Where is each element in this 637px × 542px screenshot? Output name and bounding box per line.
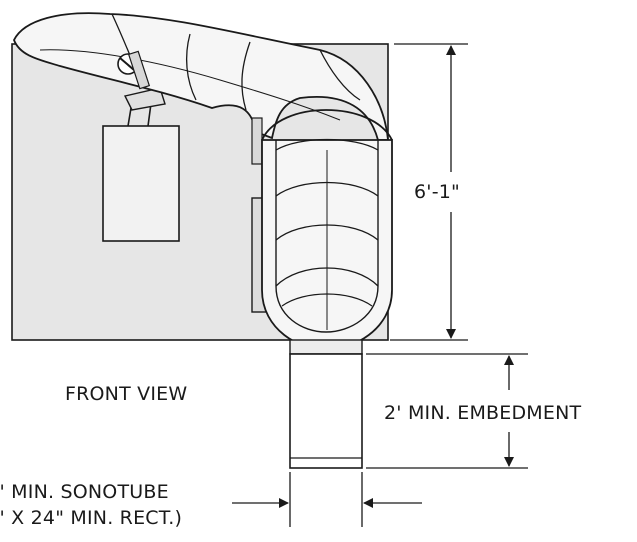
pivot-marker xyxy=(119,57,135,71)
slide-tube-inner xyxy=(275,140,379,333)
footing-note-line1: " MIN. SONOTUBE xyxy=(0,481,169,503)
arm-segment-line xyxy=(319,49,361,101)
footing-note-line2: " X 24" MIN. RECT.) xyxy=(0,507,183,529)
arm-clamp xyxy=(251,117,263,165)
arm-segment-line xyxy=(186,33,197,101)
arm-clamp xyxy=(127,50,151,90)
height-dimension-label: 6'-1" xyxy=(414,181,460,203)
slide-arm xyxy=(13,12,389,141)
view-title: FRONT VIEW xyxy=(65,383,188,405)
tube-top-cap xyxy=(261,109,393,141)
sign-box xyxy=(102,125,180,242)
footing-sonotube xyxy=(289,353,363,469)
arm-inner-line xyxy=(39,49,341,121)
tube-rib xyxy=(275,138,379,151)
embedment-dimension-label: 2' MIN. EMBEDMENT xyxy=(384,402,582,424)
footing-collar xyxy=(289,339,363,355)
arm-segment-line xyxy=(241,41,251,111)
sign-bracket xyxy=(123,87,166,111)
